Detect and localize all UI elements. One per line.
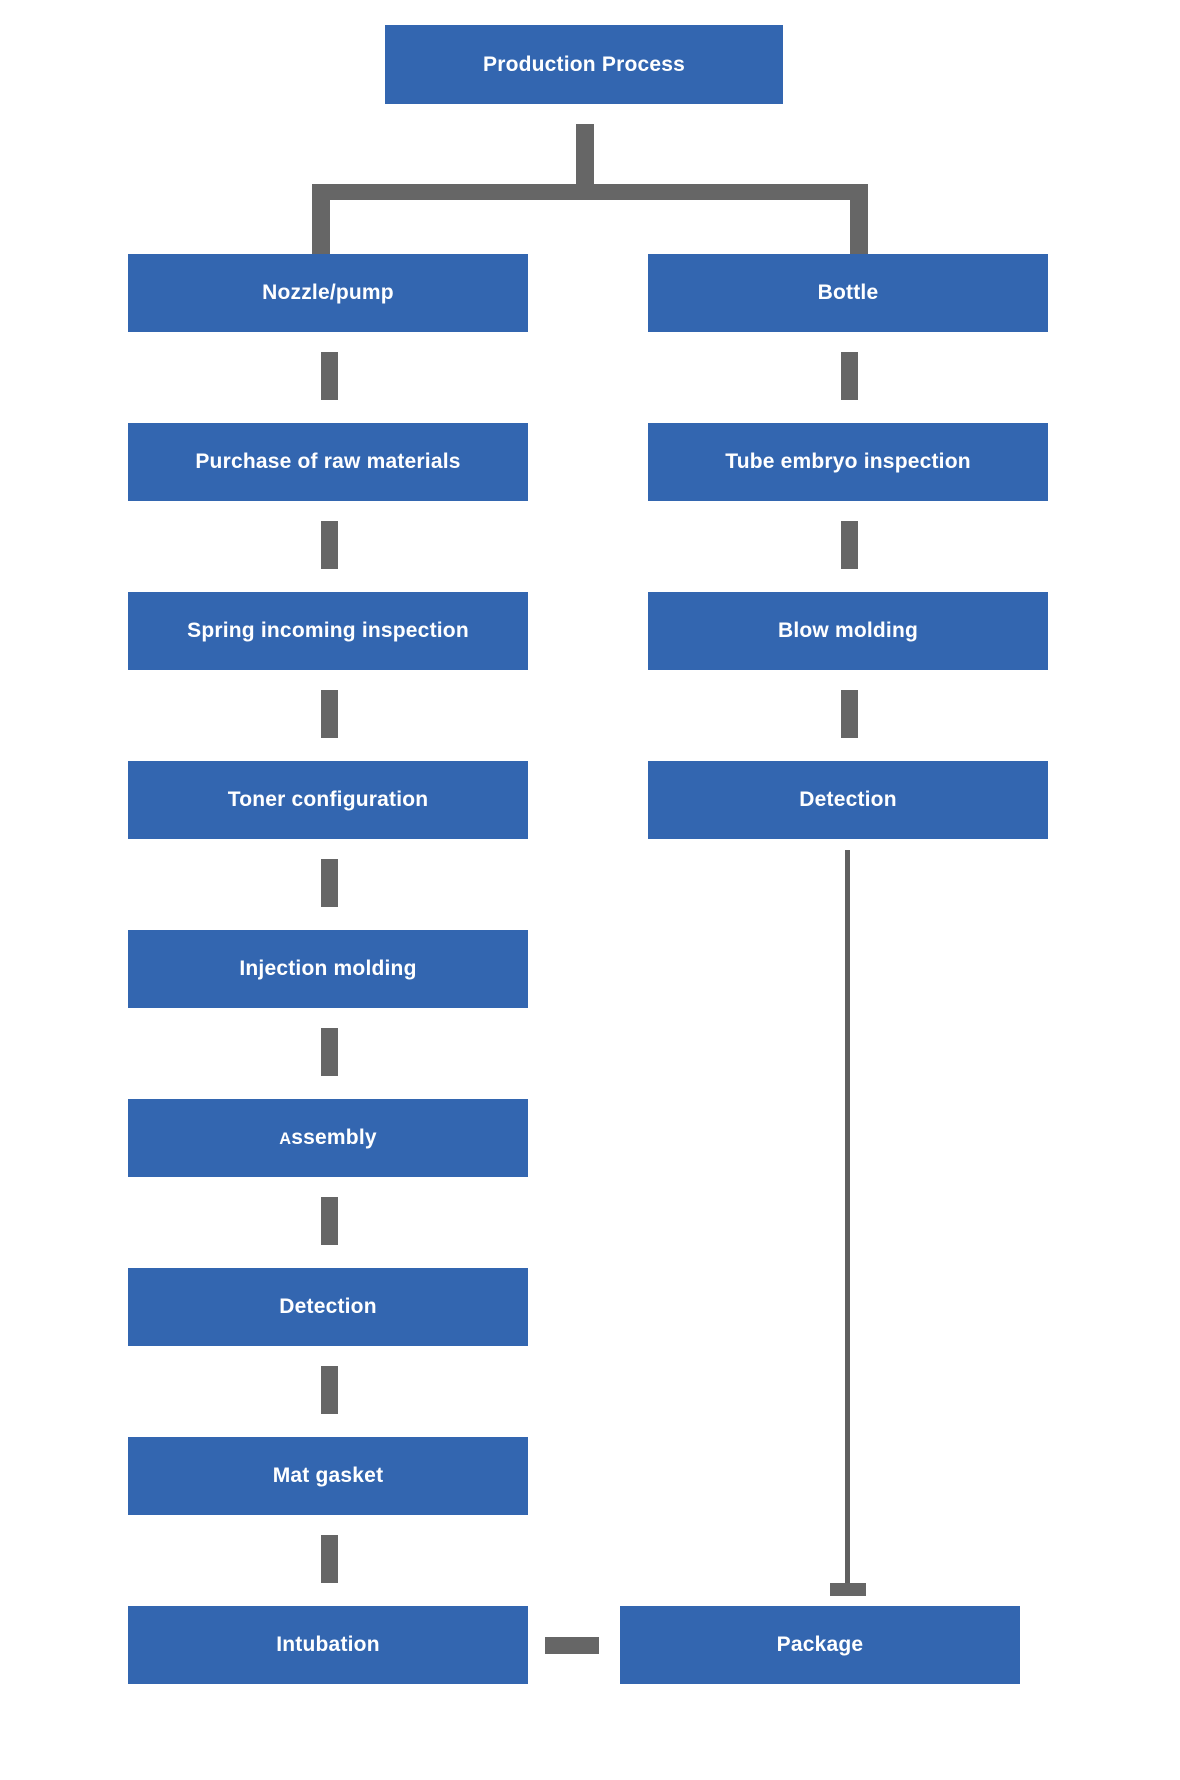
node-label: Tube embryo inspection <box>725 450 971 474</box>
connector-right-1 <box>841 352 858 400</box>
node-label: Bottle <box>817 281 879 305</box>
connector-left-1 <box>321 352 338 400</box>
node-label: Spring incoming inspection <box>187 619 469 643</box>
connector-branch-left-down <box>312 184 330 254</box>
connector-left-5 <box>321 1028 338 1076</box>
node-label: Blow molding <box>777 619 919 643</box>
node-spring-incoming-inspection[interactable]: Spring incoming inspection <box>128 592 528 670</box>
connector-right-2 <box>841 521 858 569</box>
connector-left-2 <box>321 521 338 569</box>
node-purchase-of-raw-materials[interactable]: Purchase of raw materials <box>128 423 528 501</box>
node-intubation[interactable]: Intubation <box>128 1606 528 1684</box>
connector-left-3 <box>321 690 338 738</box>
node-nozzle-pump[interactable]: Nozzle/pump <box>128 254 528 332</box>
node-label: Injection molding <box>239 957 417 981</box>
node-injection-molding[interactable]: Injection molding <box>128 930 528 1008</box>
connector-detection-to-package <box>845 850 850 1588</box>
node-blow-molding[interactable]: Blow molding <box>648 592 1048 670</box>
node-toner-configuration[interactable]: Toner configuration <box>128 761 528 839</box>
node-bottle[interactable]: Bottle <box>648 254 1048 332</box>
connector-root-down <box>576 124 594 184</box>
connector-left-7 <box>321 1366 338 1414</box>
connector-right-3 <box>841 690 858 738</box>
node-label: Mat gasket <box>272 1464 384 1488</box>
node-detection-left[interactable]: Detection <box>128 1268 528 1346</box>
node-label: Purchase of raw materials <box>195 450 461 474</box>
node-package[interactable]: Package <box>620 1606 1020 1684</box>
node-label: Assembly <box>279 1126 377 1150</box>
node-assembly[interactable]: Assembly <box>128 1099 528 1177</box>
node-mat-gasket[interactable]: Mat gasket <box>128 1437 528 1515</box>
connector-branch-right-down <box>850 184 868 254</box>
connector-package-arrow-nub <box>830 1583 866 1596</box>
connector-left-4 <box>321 859 338 907</box>
node-label: Detection <box>279 1295 377 1319</box>
node-label: Production Process <box>483 52 685 76</box>
node-label: Detection <box>799 788 897 812</box>
node-tube-embryo-inspection[interactable]: Tube embryo inspection <box>648 423 1048 501</box>
node-detection-right[interactable]: Detection <box>648 761 1048 839</box>
node-label: Nozzle/pump <box>262 281 394 305</box>
connector-left-8 <box>321 1535 338 1583</box>
node-production-process[interactable]: Production Process <box>385 25 783 104</box>
node-label: Toner configuration <box>227 788 429 812</box>
connector-intubation-to-package <box>545 1637 599 1654</box>
connector-left-6 <box>321 1197 338 1245</box>
connector-split-horizontal <box>312 184 868 200</box>
node-label: Intubation <box>276 1633 380 1657</box>
node-label: Package <box>776 1633 864 1657</box>
